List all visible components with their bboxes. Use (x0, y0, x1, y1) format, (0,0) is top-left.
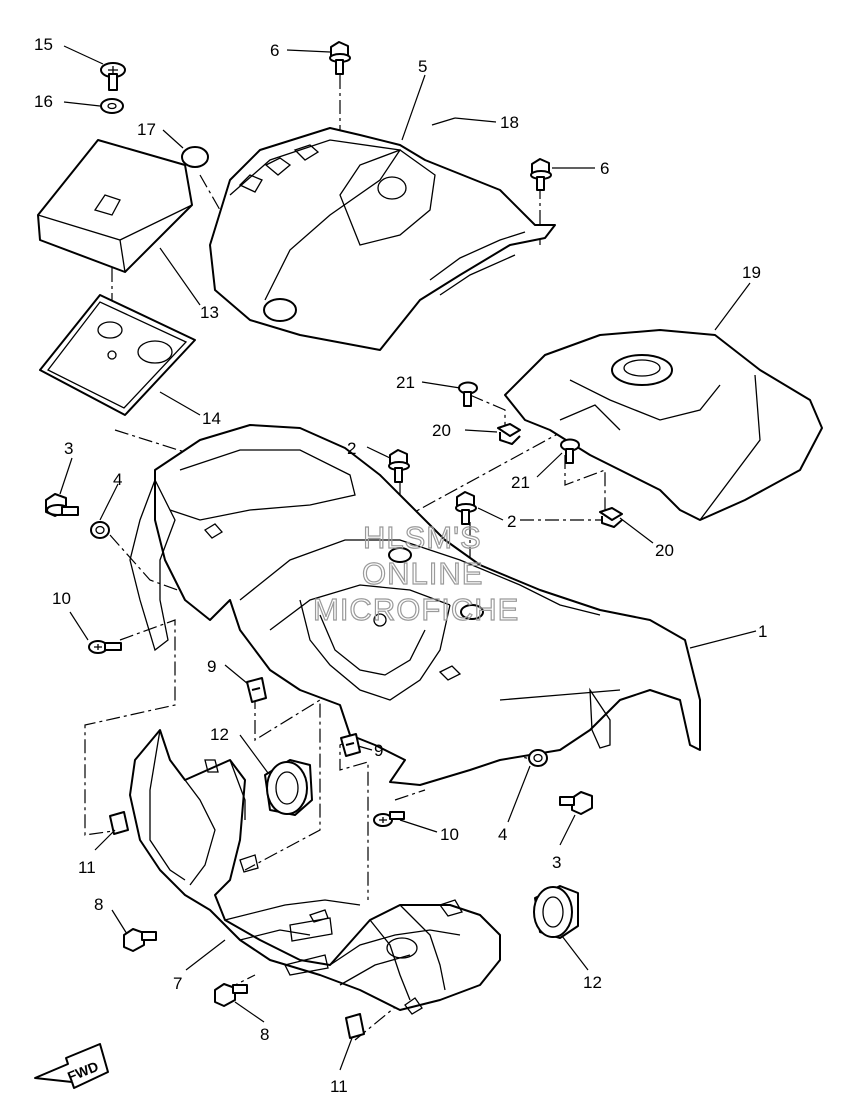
watermark: HLSM'S ONLINE MICROFICHE (312, 519, 519, 627)
callout-8: 8 (94, 895, 103, 914)
air-box-cover (37, 139, 193, 273)
clip-11-b (345, 1013, 365, 1039)
bolt-2-a (388, 449, 410, 483)
callout-10: 10 (52, 589, 71, 608)
watermark-line-1: HLSM'S (363, 520, 482, 555)
callout-3: 3 (64, 439, 73, 458)
screw-15 (100, 62, 126, 91)
callout-11: 11 (330, 1077, 348, 1096)
callout-3: 3 (552, 853, 561, 872)
collar-4-b (528, 749, 548, 767)
nut-20-b (599, 507, 623, 528)
callout-12: 12 (583, 973, 602, 992)
fuel-tank-cover (504, 329, 823, 521)
bolt-6-b (530, 158, 552, 191)
callout-15: 15 (34, 35, 53, 54)
fwd-arrow: FWD (34, 1043, 109, 1089)
air-box-gasket (39, 294, 196, 416)
clip-11-a (109, 811, 129, 835)
callout-6: 6 (600, 159, 609, 178)
callout-8: 8 (260, 1025, 269, 1044)
clip-9-a (246, 677, 267, 703)
watermark-line-2: ONLINE (362, 556, 483, 591)
callout-16: 16 (34, 92, 53, 111)
washer-16 (100, 98, 124, 114)
bolt-3-b (559, 791, 593, 815)
screw-21-b (560, 438, 580, 464)
callout-numbers: 1 2 2 3 3 4 4 5 6 6 7 8 8 9 9 10 10 11 1… (34, 35, 767, 1096)
screw-21-a (458, 381, 478, 407)
callout-20: 20 (432, 421, 451, 440)
front-guard (129, 729, 501, 1015)
callout-21: 21 (396, 373, 415, 392)
callout-2: 2 (507, 512, 516, 531)
callout-19: 19 (742, 263, 761, 282)
front-fender (129, 424, 701, 786)
nut-20-a (497, 423, 521, 445)
grommet-12-b (533, 885, 579, 939)
callout-21: 21 (511, 473, 530, 492)
front-top-cover (209, 127, 556, 351)
callout-4: 4 (113, 470, 122, 489)
callout-7: 7 (173, 974, 182, 993)
screw-10-a (88, 640, 122, 654)
callout-9: 9 (207, 657, 216, 676)
clip-9-b (340, 733, 361, 757)
callout-12: 12 (210, 725, 229, 744)
callout-18: 18 (500, 113, 519, 132)
callout-13: 13 (200, 303, 219, 322)
bolt-8-a (123, 928, 157, 952)
callout-1: 1 (758, 622, 767, 641)
callout-2: 2 (347, 439, 356, 458)
bolt-6-a (329, 41, 351, 75)
callout-4: 4 (498, 825, 507, 844)
watermark-line-3: MICROFICHE (313, 592, 519, 627)
bolt-3-a (45, 493, 79, 517)
screw-10-b (373, 811, 405, 827)
callout-17: 17 (137, 120, 156, 139)
leader-lines (59, 45, 757, 1071)
callout-11: 11 (78, 858, 96, 877)
collar-4-a (90, 521, 110, 539)
callout-5: 5 (418, 57, 427, 76)
sticker-18 (431, 117, 456, 126)
callout-6: 6 (270, 41, 279, 60)
callout-20: 20 (655, 541, 674, 560)
bolt-2-b (455, 491, 477, 525)
bolt-8-b (214, 983, 248, 1007)
grommet-12-a (264, 759, 313, 816)
cap-17 (181, 146, 209, 168)
callout-9: 9 (374, 741, 383, 760)
callout-14: 14 (202, 409, 221, 428)
callout-10: 10 (440, 825, 459, 844)
